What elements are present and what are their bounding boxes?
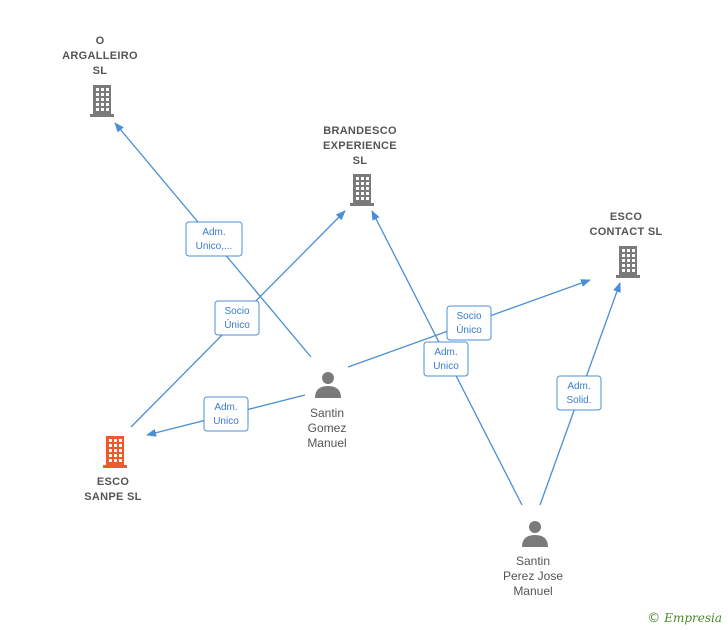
person-icon: [315, 372, 341, 398]
person-name: Gomez: [308, 421, 347, 435]
edge-label-text: Único: [224, 318, 250, 331]
company-node-brandesco[interactable]: BRANDESCO EXPERIENCE SL: [323, 125, 397, 206]
nodes-layer: O ARGALLEIRO SL BRANDESCO EXPERIENCE SL ESCO CO…: [62, 35, 662, 598]
company-name: O: [96, 35, 105, 47]
person-name: Santin: [516, 554, 550, 568]
company-name: ESCO: [97, 476, 130, 488]
company-name: EXPERIENCE: [323, 140, 397, 152]
edge-label-text: Adm.: [434, 347, 457, 358]
company-name: ARGALLEIRO: [62, 50, 138, 62]
building-icon: [616, 246, 640, 278]
edge-label-text: Adm.: [202, 227, 225, 238]
edge-label-text: Adm.: [214, 402, 237, 413]
edge-label-box[interactable]: [203, 396, 249, 432]
edge-label-box[interactable]: [185, 221, 243, 257]
edge-label-text: Unico: [433, 361, 459, 372]
edge-santin_gomez-to-esco_sanpe: Adm. Unico: [146, 394, 306, 437]
building-icon: [90, 85, 114, 117]
person-icon: [522, 521, 548, 547]
edge-label-box[interactable]: [556, 375, 602, 411]
building-icon: [350, 174, 374, 206]
edge-label-text: Socio: [224, 306, 249, 317]
edge-label-box[interactable]: [214, 300, 260, 336]
company-node-esco_contact[interactable]: ESCO CONTACT SL: [589, 211, 662, 278]
edge-label-text: Único: [456, 323, 482, 336]
company-name: SL: [93, 65, 108, 77]
edge-santin_perez-to-esco_contact: Adm. Solid.: [539, 282, 621, 506]
brand-name: Empresia: [664, 611, 722, 625]
company-name: BRANDESCO: [323, 125, 397, 137]
person-name: Manuel: [307, 436, 346, 450]
edge-santin_gomez-to-argalleiro: Adm. Unico,...: [114, 122, 312, 358]
company-name: SL: [353, 155, 368, 167]
edge-label-text: Solid.: [566, 395, 591, 406]
company-name: CONTACT SL: [589, 226, 662, 238]
edge-label-text: Socio: [456, 311, 481, 322]
company-name: SANPE SL: [84, 491, 141, 503]
edge-label-text: Adm.: [567, 381, 590, 392]
person-name: Perez Jose: [503, 569, 563, 583]
edge-label-text: Unico: [213, 416, 239, 427]
company-node-esco_sanpe[interactable]: ESCO SANPE SL: [84, 436, 141, 503]
person-name: Santin: [310, 406, 344, 420]
edges-layer: Adm.Unico,...SocioÚnicoAdm.UnicoSocioÚni…: [114, 122, 621, 506]
company-name: ESCO: [610, 211, 643, 223]
edge-label-box[interactable]: [446, 305, 492, 341]
person-name: Manuel: [513, 584, 552, 598]
edge-label-text: Unico,...: [196, 241, 233, 252]
empresia-brand: ©Empresia: [647, 611, 722, 626]
copyright-icon: ©: [647, 611, 661, 626]
company-node-argalleiro[interactable]: O ARGALLEIRO SL: [62, 35, 138, 117]
building-icon: [103, 436, 127, 468]
edge-santin_perez-to-brandesco: Adm. Unico: [371, 210, 523, 506]
edge-label-box[interactable]: [423, 341, 469, 377]
